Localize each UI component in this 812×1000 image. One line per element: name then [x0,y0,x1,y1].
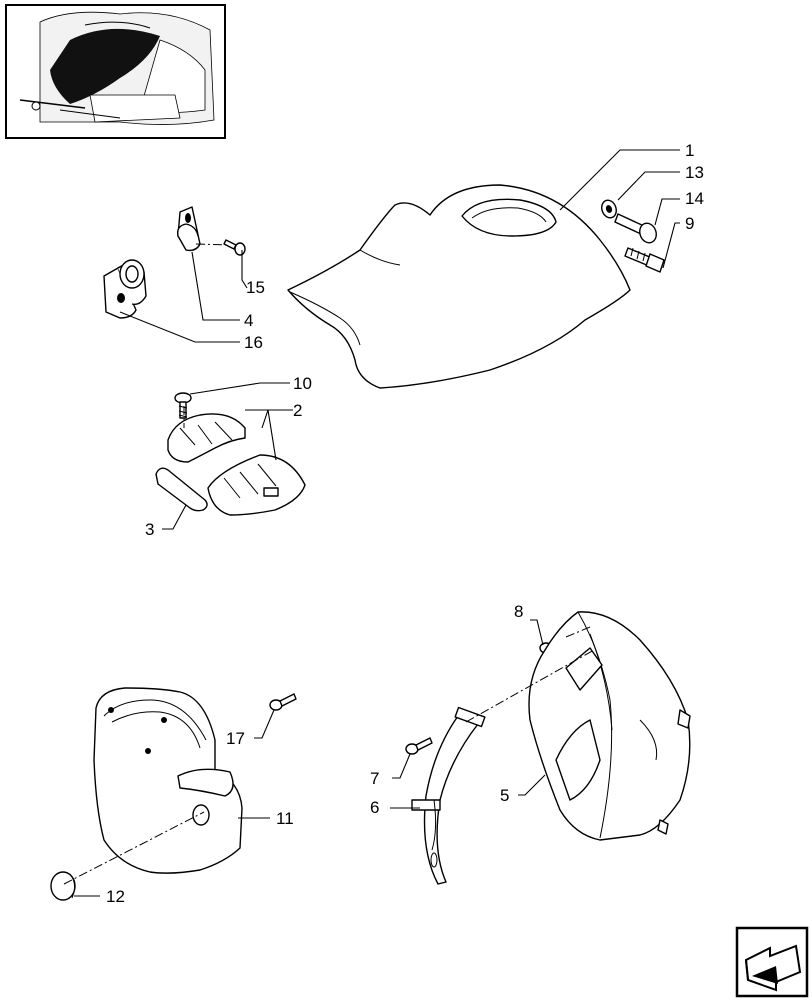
callout-10: 10 [293,374,312,393]
callout-11: 11 [276,809,294,828]
callout-13: 13 [685,163,704,182]
callout-17: 17 [226,729,245,748]
part-7-screw [405,737,433,755]
part-3-spacer [155,467,208,512]
callout-5: 5 [500,786,509,805]
part-10-screw [174,392,192,419]
part-9-screw [624,247,665,273]
part-16-grommet [103,259,147,319]
part-1-shroud [287,184,631,389]
callout-15: 15 [246,278,265,297]
part-13-washer [601,199,617,219]
callout-1: 1 [685,141,694,160]
assembly-line [465,649,595,723]
part-12-cap [50,871,76,901]
part-11-housing [93,687,243,874]
assembly-line [63,811,205,885]
next-page-arrow-icon[interactable] [735,926,809,998]
part-5-cover [528,611,691,841]
callout-16: 16 [244,333,263,352]
callout-3: 3 [145,520,154,539]
part-17-screw [269,693,297,711]
callout-14: 14 [685,189,704,208]
thumbnail-icon [5,4,226,139]
callout-12: 12 [106,887,125,906]
callout-7: 7 [370,769,379,788]
part-14-bolt [614,213,657,244]
part-6-bracket [411,706,486,885]
callout-6: 6 [370,798,379,817]
assembly-line [565,626,591,638]
assembly-line [195,243,230,246]
leader-lines [74,149,680,897]
part-2-pads [167,413,306,516]
callout-9: 9 [685,214,694,233]
callout-2: 2 [293,401,302,420]
callout-4: 4 [244,311,253,330]
callout-8: 8 [514,602,523,621]
